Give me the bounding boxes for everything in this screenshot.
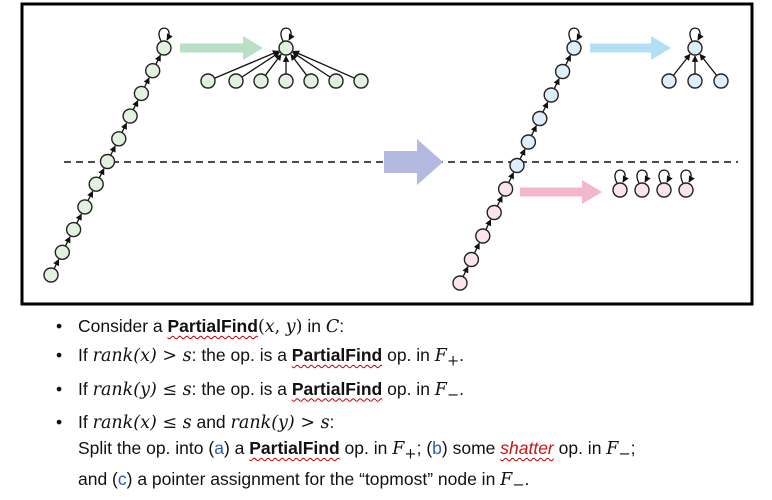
self-loop (614, 169, 629, 184)
parent-pointer-edge (496, 195, 503, 207)
parent-pointer-edge (508, 172, 515, 183)
bullet-consider: •Consider a PartialFind(x, y) in C: (56, 316, 345, 337)
tree-node (303, 73, 319, 89)
tree-node (77, 199, 93, 215)
bullet-dot: • (56, 412, 63, 432)
tree-node (144, 62, 161, 79)
parent-pointer-edge (98, 168, 105, 179)
self-loop (280, 27, 295, 42)
transform-arrow (384, 139, 443, 185)
parent-pointer-edge (53, 258, 60, 270)
tree-node (634, 182, 650, 198)
tree-node (54, 244, 70, 261)
parent-pointer-edge (672, 53, 691, 76)
parent-pointer-edge (75, 213, 82, 224)
parent-pointer-edge (462, 266, 469, 277)
split-line: Split the op. into (a) a PartialFind op.… (78, 438, 636, 463)
bullet-dot: • (56, 378, 63, 399)
self-loop (689, 27, 704, 42)
tree-node (122, 108, 138, 124)
transform-arrow (590, 36, 671, 60)
transform-arrows (180, 36, 671, 204)
transform-arrow (520, 180, 602, 204)
diagram-canvas (20, 2, 754, 306)
parent-pointer-edge (154, 54, 162, 65)
tree-node (532, 110, 548, 127)
parent-pointer-edge (87, 190, 94, 201)
tree-node (65, 221, 82, 238)
tree-node (509, 157, 525, 174)
bullet-rank-y-leq: •If rank(y) ≤ s: the op. is a PartialFin… (56, 378, 465, 404)
self-loop (658, 169, 673, 184)
parent-pointer-edge (292, 50, 355, 79)
self-loops (158, 27, 704, 184)
shatter-term: shatter (500, 438, 554, 458)
bullet-rank-x-greater: •If rank(x) > s: the op. is a PartialFin… (56, 345, 465, 370)
tree-node (156, 40, 172, 56)
tree-node (687, 73, 703, 89)
parent-pointer-edge (241, 51, 280, 78)
tree-node (543, 87, 559, 103)
tree-node (278, 73, 294, 89)
tree-node (687, 40, 703, 56)
parent-pointer-edge (519, 148, 526, 160)
tree-node (554, 63, 571, 80)
partialfind-term: PartialFind (291, 345, 383, 365)
self-loop (636, 169, 651, 184)
parent-pointer-edge (214, 50, 280, 79)
diagram-frame (20, 2, 754, 306)
bullet-split-case: •If rank(x) ≤ s and rank(y) > s: Split t… (54, 410, 764, 497)
bullet-dot: • (56, 316, 63, 336)
self-loop (158, 27, 173, 42)
tree-node (497, 181, 514, 197)
bullet-dot: • (56, 345, 63, 365)
tree-edges (53, 50, 718, 277)
tree-node (111, 131, 127, 147)
parent-pointer-edge (473, 242, 480, 254)
pointer-line: and (c) a pointer assignment for the “to… (78, 468, 530, 494)
parent-pointer-edge (121, 122, 128, 133)
parent-pointer-edge (542, 101, 549, 113)
parent-pointer-edge (109, 145, 116, 156)
tree-node (328, 73, 344, 89)
self-loop (568, 27, 583, 42)
parent-pointer-edge (530, 125, 537, 136)
tree-node (520, 134, 537, 150)
partialfind-term: PartialFind (291, 378, 383, 399)
tree-node (678, 182, 694, 198)
tree-node (463, 251, 480, 268)
tree-node (661, 73, 677, 89)
parent-pointer-edge (264, 53, 282, 76)
tree-node (43, 267, 59, 283)
parent-pointer-edge (565, 54, 572, 66)
tree-node (200, 73, 216, 89)
self-loop (680, 169, 695, 184)
parent-pointer-edge (290, 53, 308, 76)
tree-node (452, 275, 468, 291)
parent-pointer-edge (485, 219, 492, 230)
tree-node (253, 73, 269, 89)
explanation-bullets: •Consider a PartialFind(x, y) in C: •If … (54, 314, 764, 500)
transform-arrow (180, 36, 263, 60)
tree-node (486, 204, 502, 221)
tree-node (475, 228, 491, 244)
tree-node (612, 182, 628, 198)
tree-nodes (43, 40, 729, 291)
tree-node (133, 85, 150, 102)
parent-pointer-edge (699, 53, 718, 76)
parent-pointer-edge (553, 78, 560, 89)
tree-node (88, 176, 104, 192)
parent-pointer-edge (132, 99, 139, 111)
tree-node (353, 73, 369, 89)
parent-pointer-edge (143, 77, 150, 88)
tree-node (278, 40, 294, 56)
tree-node (713, 73, 729, 89)
parent-pointer-edge (64, 236, 71, 247)
tree-node (99, 153, 116, 170)
tree-node (228, 73, 244, 89)
tree-node (566, 40, 582, 56)
partialfind-term: PartialFind (249, 438, 340, 458)
tree-node (656, 182, 672, 198)
partialfind-term: PartialFind (167, 316, 258, 336)
